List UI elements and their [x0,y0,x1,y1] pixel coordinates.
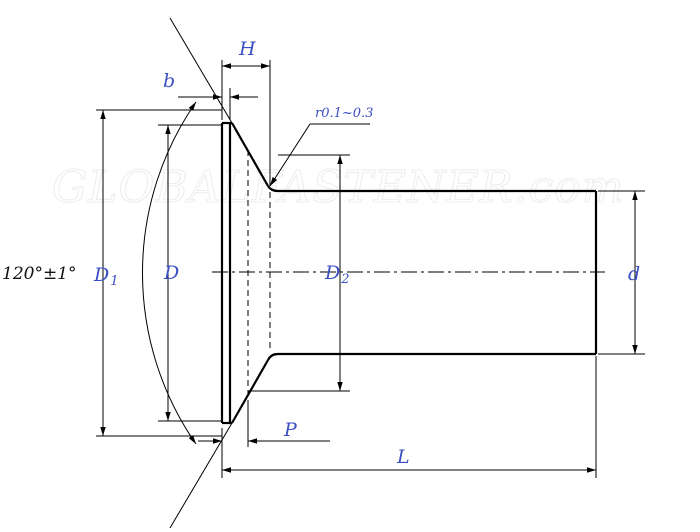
label-L: L [396,446,410,468]
label-D1: D1 [93,264,119,289]
label-D2-sub: 2 [340,272,349,287]
label-b: b [163,70,175,92]
watermark: GLOBALFASTENER.com [52,162,624,213]
label-H: H [238,38,256,60]
dimension-lines [100,63,638,473]
label-radius: r0.1~0.3 [315,106,373,121]
label-D1-sub: 1 [110,274,118,289]
label-P: P [283,419,298,441]
label-d: d [628,263,640,285]
rivet-outline [220,121,598,425]
label-angle: 120°±1° [2,264,77,284]
label-D: D [163,262,179,284]
label-D2-main: D [324,262,340,284]
label-D1-main: D [93,264,109,286]
label-D2: D2 [324,262,350,287]
